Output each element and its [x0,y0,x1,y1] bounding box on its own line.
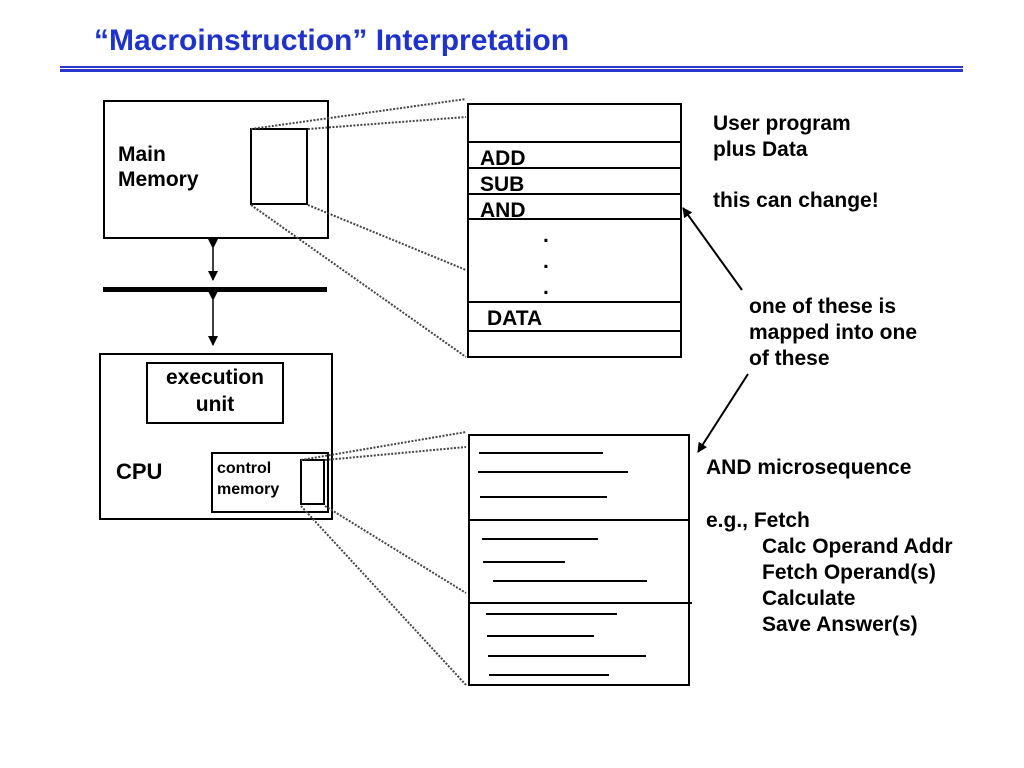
ellipsis-dot: . [543,224,549,247]
microinstruction-line [480,496,607,498]
zoom-projection-lines [250,98,467,686]
microsequence-divider [468,602,692,604]
microinstruction-line [483,561,565,563]
note-mapping-line1: one of these is [749,295,897,318]
program-row-divider [467,193,682,195]
microinstruction-line [488,655,646,657]
instruction-and: AND [480,199,526,222]
mapping-arrows [682,207,749,453]
slide-title: “Macroinstruction” Interpretation [94,24,570,57]
cpu-label: CPU [116,459,163,484]
note-eg-fetch: e.g., Fetch [706,509,810,532]
note-user-program: User program [713,112,851,135]
execution-unit-box [146,362,284,424]
program-row-divider [467,141,682,143]
user-program-memory [467,103,682,358]
microinstruction-line [489,674,609,676]
note-step: Save Answer(s) [762,613,918,636]
program-row-divider [467,218,682,220]
program-row-divider [467,330,682,332]
control-memory-region [300,459,325,505]
note-mapping-line2: mapped into one [749,321,917,344]
system-bus [103,287,327,292]
title-rule-thin [60,66,963,68]
instruction-sub: SUB [480,173,525,196]
main-memory-region [250,128,308,205]
program-row-divider [467,301,682,303]
instruction-add: ADD [480,147,526,170]
program-row-divider [467,167,682,169]
microinstruction-line [482,538,598,540]
microinstruction-line [478,471,628,473]
note-microsequence-title: AND microsequence [706,456,912,479]
control-memory-label-line1: control [217,460,272,477]
control-memory-label-line2: memory [217,481,280,498]
main-memory-label-line2: Memory [118,168,199,191]
note-mapping-line3: of these [749,347,830,370]
microinstruction-line [487,635,594,637]
microsequence-divider [468,519,690,521]
title-rule-thick [60,69,963,72]
execution-unit-label-line1: execution [165,366,265,389]
note-step: Calculate [762,587,856,610]
ellipsis-dot: . [543,250,549,273]
ellipsis-dot: . [543,276,549,299]
main-memory-label-line1: Main [118,143,166,166]
execution-unit-label-line2: unit [195,393,235,416]
data-label: DATA [487,307,543,330]
microinstruction-line [479,452,603,454]
note-step: Fetch Operand(s) [762,561,936,584]
note-step: Calc Operand Addr [762,535,953,558]
note-plus-data: plus Data [713,138,808,161]
microinstruction-line [493,580,647,582]
microinstruction-line [486,613,617,615]
note-can-change: this can change! [713,189,879,212]
control-memory-enlarged [468,434,690,686]
